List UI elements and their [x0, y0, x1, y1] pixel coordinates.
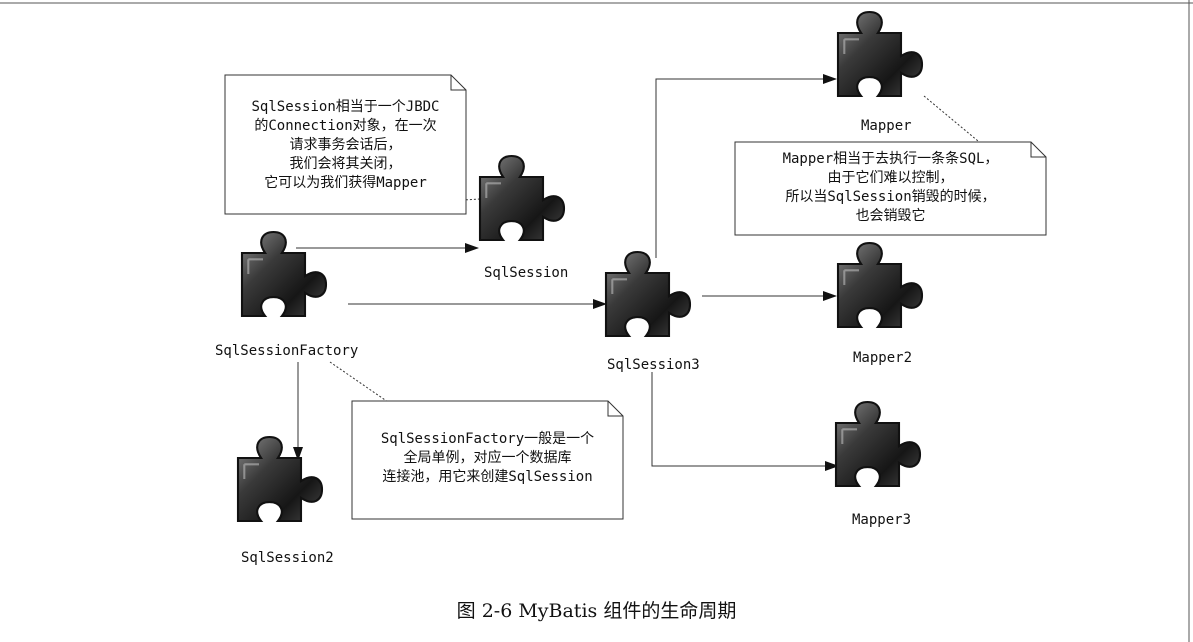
- note-sqlsession-line-1: SqlSession相当于一个JBDC: [251, 99, 440, 115]
- connectors: [293, 74, 985, 471]
- note-box-mapper-shape: [734, 141, 1047, 236]
- label-mapper3: Mapper3: [852, 512, 912, 528]
- puzzle-sqlsession3-icon: [604, 250, 692, 338]
- note-mapper-line-4: 也会销毁它: [855, 208, 926, 224]
- puzzle-mapper2-icon: [836, 241, 924, 329]
- note-sqlsession: SqlSession相当于一个JBDC 的Connection对象，在一次 请求…: [225, 98, 466, 193]
- note-sqlsession-line-2: 的Connection对象，在一次: [254, 118, 437, 134]
- label-sqlsession3: SqlSession3: [607, 357, 700, 373]
- label-sqlsession: SqlSession: [484, 265, 569, 281]
- label-mapper: Mapper: [861, 118, 912, 134]
- puzzle-sqlsession-icon: [478, 154, 566, 242]
- note-mapper-line-2: 由于它们难以控制，: [827, 170, 954, 186]
- note-sqlsession-line-4: 我们会将其关闭，: [289, 156, 402, 172]
- note-sqlsession-line-5: 它可以为我们获得Mapper: [264, 175, 427, 191]
- arrow-sqlsession3-to-mapper: [655, 74, 837, 258]
- note-sqlsession-line-3: 请求事务会话后，: [289, 137, 402, 153]
- puzzle-mapper3-icon: [834, 400, 922, 488]
- note-link-mapper: [923, 95, 985, 147]
- note-mapper: Mapper相当于去执行一条条SQL， 由于它们难以控制， 所以当SqlSess…: [735, 150, 1046, 226]
- note-factory-line-3: 连接池，用它来创建SqlSession: [382, 469, 593, 485]
- label-mapper2: Mapper2: [853, 350, 913, 366]
- puzzle-factory-icon: [240, 230, 328, 318]
- note-box-session-shape: [224, 74, 467, 215]
- puzzle-sqlsession2-icon: [236, 435, 324, 523]
- note-box-factory-shape: [351, 400, 624, 520]
- figure-caption: 图 2-6 MyBatis 组件的生命周期: [456, 600, 737, 622]
- note-factory-line-1: SqlSessionFactory一般是一个: [380, 431, 595, 447]
- label-sqlsessionfactory: SqlSessionFactory: [215, 343, 359, 359]
- puzzle-mapper-icon: [836, 10, 924, 98]
- note-mapper-line-1: Mapper相当于去执行一条条SQL，: [782, 151, 999, 167]
- note-link-factory: [329, 361, 389, 403]
- arrow-sqlsession3-to-mapper3: [651, 372, 839, 471]
- note-mapper-line-3: 所以当SqlSession销毁的时候，: [785, 189, 996, 205]
- note-factory-line-2: 全局单例，对应一个数据库: [403, 450, 572, 466]
- label-sqlsession2: SqlSession2: [241, 550, 334, 566]
- note-sqlsessionfactory: SqlSessionFactory一般是一个 全局单例，对应一个数据库 连接池，…: [352, 430, 623, 487]
